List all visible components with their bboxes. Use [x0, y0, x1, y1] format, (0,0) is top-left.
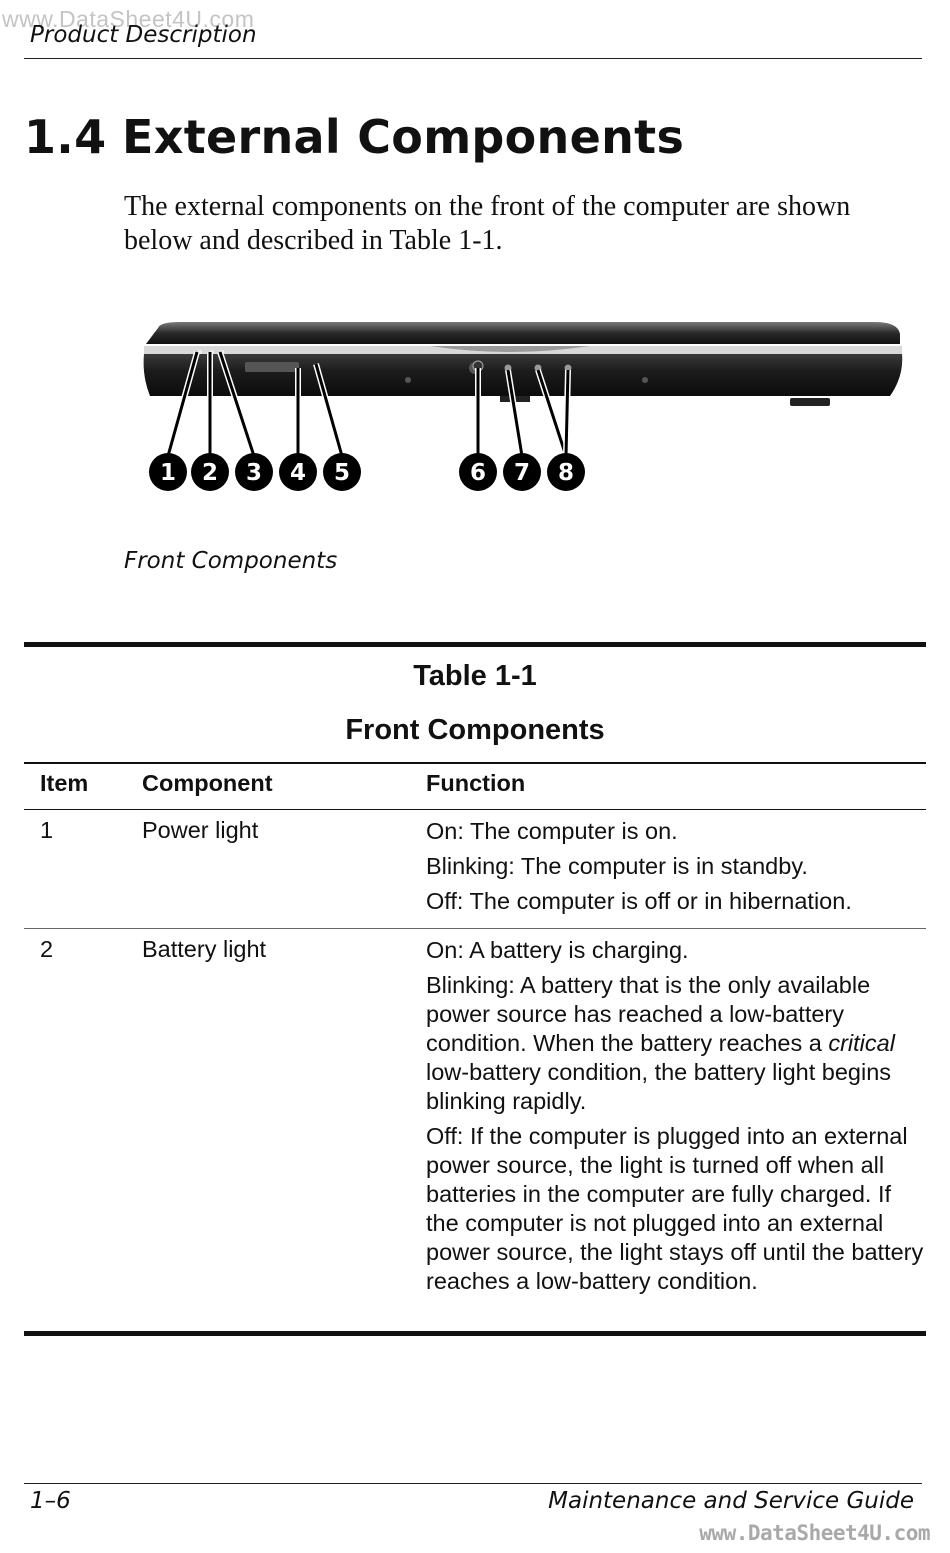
function-line: Blinking: A battery that is the only ava… [426, 971, 926, 1116]
intro-paragraph: The external components on the front of … [124, 191, 851, 256]
function-line: Off: If the computer is plugged into an … [426, 1123, 924, 1294]
function-line: Blinking: The computer is in standby. [426, 853, 808, 879]
callout-8: 8 [547, 453, 585, 491]
section-title: External Components [122, 110, 685, 164]
svg-text:6: 6 [470, 460, 486, 486]
function-line: On: The computer is on. [426, 818, 678, 844]
cell-function: On: The computer is on. Blinking: The co… [426, 809, 926, 929]
figure-caption: Front Components [124, 548, 338, 574]
table-row: 1 Power light On: The computer is on. Bl… [24, 809, 926, 929]
svg-text:1: 1 [160, 460, 176, 486]
svg-text:7: 7 [514, 460, 530, 486]
svg-text:8: 8 [558, 460, 574, 486]
callout-1: 1 [149, 453, 187, 491]
svg-text:4: 4 [290, 460, 306, 486]
watermark-bottom: www.DataSheet4U.com [699, 1521, 930, 1545]
table-top-rule [24, 642, 926, 647]
callout-2: 2 [191, 453, 229, 491]
header-rule [24, 58, 922, 59]
section-number: 1.4 [24, 110, 107, 164]
footer-rule [24, 1483, 922, 1484]
cell-item: 2 [40, 936, 54, 962]
header-function: Function [426, 762, 926, 810]
header-component: Component [126, 762, 426, 810]
laptop-body [143, 322, 903, 406]
svg-text:3: 3 [246, 460, 262, 486]
cell-function: On: A battery is charging. Blinking: A b… [426, 929, 926, 1309]
table-header-row: Item Component Function [24, 762, 926, 810]
table-title: Front Components [345, 714, 605, 746]
watermark-top: www.DataSheet4U.com [2, 6, 255, 32]
table-bottom-rule [24, 1331, 926, 1336]
function-text: low-battery condition, the battery light… [426, 1059, 892, 1114]
callout-5: 5 [323, 453, 361, 491]
callout-7: 7 [503, 453, 541, 491]
section-heading: 1.4 External Components [24, 110, 684, 164]
callout-4: 4 [279, 453, 317, 491]
callout-6: 6 [459, 453, 497, 491]
cell-item: 1 [24, 809, 126, 929]
function-emphasis: critical [828, 1030, 895, 1056]
function-line: On: A battery is charging. [426, 937, 689, 963]
front-components-table: Item Component Function 1 Power light On… [24, 762, 926, 1308]
callout-3: 3 [235, 453, 273, 491]
cell-component: Power light [126, 809, 426, 929]
running-head: Product Description [30, 22, 257, 48]
table-row: 2 Battery light On: A battery is chargin… [24, 929, 926, 1309]
page-number: 1–6 [30, 1488, 71, 1514]
function-line: Off: The computer is off or in hibernati… [426, 888, 852, 914]
svg-text:5: 5 [334, 460, 350, 486]
cell-component: Battery light [142, 936, 267, 962]
svg-text:2: 2 [202, 460, 218, 486]
guide-title: Maintenance and Service Guide [548, 1488, 914, 1514]
table-number: Table 1-1 [413, 660, 537, 692]
header-item: Item [24, 762, 126, 810]
callout-leaders [165, 351, 571, 457]
function-text: Blinking: A battery that is the only ava… [426, 972, 871, 1056]
